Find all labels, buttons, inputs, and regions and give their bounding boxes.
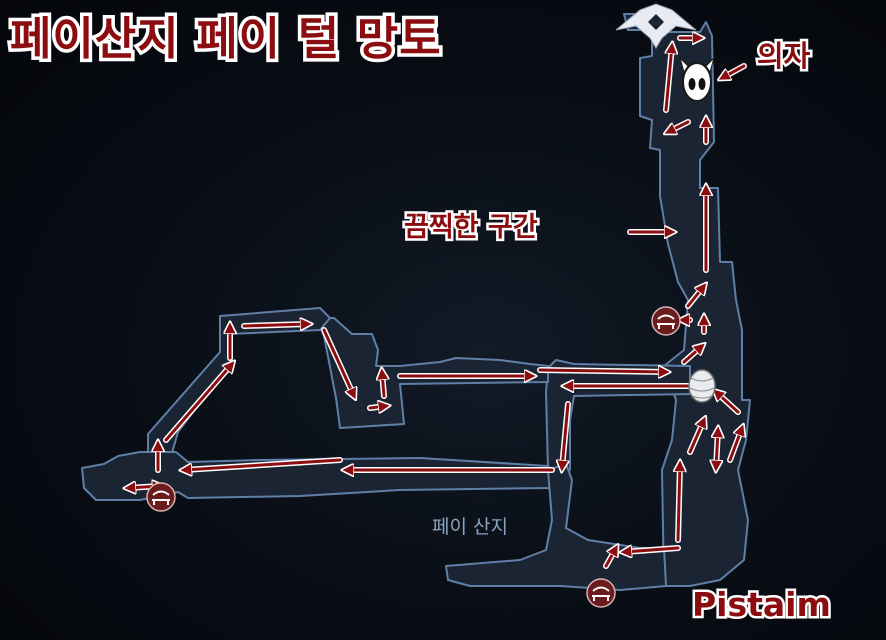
room-lower-corridor xyxy=(81,451,557,501)
route-arrow xyxy=(164,364,232,442)
route-arrow xyxy=(242,324,308,326)
crest-icon xyxy=(615,3,697,49)
watermark: Pistaim xyxy=(690,583,834,627)
bench-icon xyxy=(651,306,681,336)
bench-icon xyxy=(586,578,616,608)
route-arrows xyxy=(128,38,747,569)
route-arrow xyxy=(382,372,384,398)
route-arrow xyxy=(538,370,666,372)
route-arrow xyxy=(728,428,742,462)
route-arrow xyxy=(722,64,746,78)
route-arrow xyxy=(686,286,704,308)
route-arrow xyxy=(322,328,354,396)
chair-label: 의자 xyxy=(754,37,812,76)
route-arrow xyxy=(664,46,672,112)
bench-icon xyxy=(146,482,176,512)
gruesome-section-label: 끔찍한 구간 xyxy=(402,210,541,246)
route-arrow xyxy=(624,548,680,552)
map-rooms xyxy=(81,13,751,591)
room-tower xyxy=(639,21,751,587)
route-arrow xyxy=(688,420,704,454)
cocoon-icon xyxy=(688,369,716,403)
page-title: 페이산지 페이 털 망토 xyxy=(7,9,445,69)
knight-mask-icon xyxy=(678,56,716,102)
room-long-corridor xyxy=(545,359,691,483)
route-arrow xyxy=(668,120,690,132)
route-arrow xyxy=(716,392,740,414)
route-arrow xyxy=(604,548,616,568)
area-name-label: 페이 산지 xyxy=(432,516,508,538)
route-arrow xyxy=(184,458,342,470)
route-arrow xyxy=(562,402,570,468)
route-arrow xyxy=(678,464,680,542)
route-arrow xyxy=(682,346,702,364)
route-arrow xyxy=(368,406,386,408)
route-arrow xyxy=(716,430,718,468)
room-left-climb xyxy=(147,307,331,463)
